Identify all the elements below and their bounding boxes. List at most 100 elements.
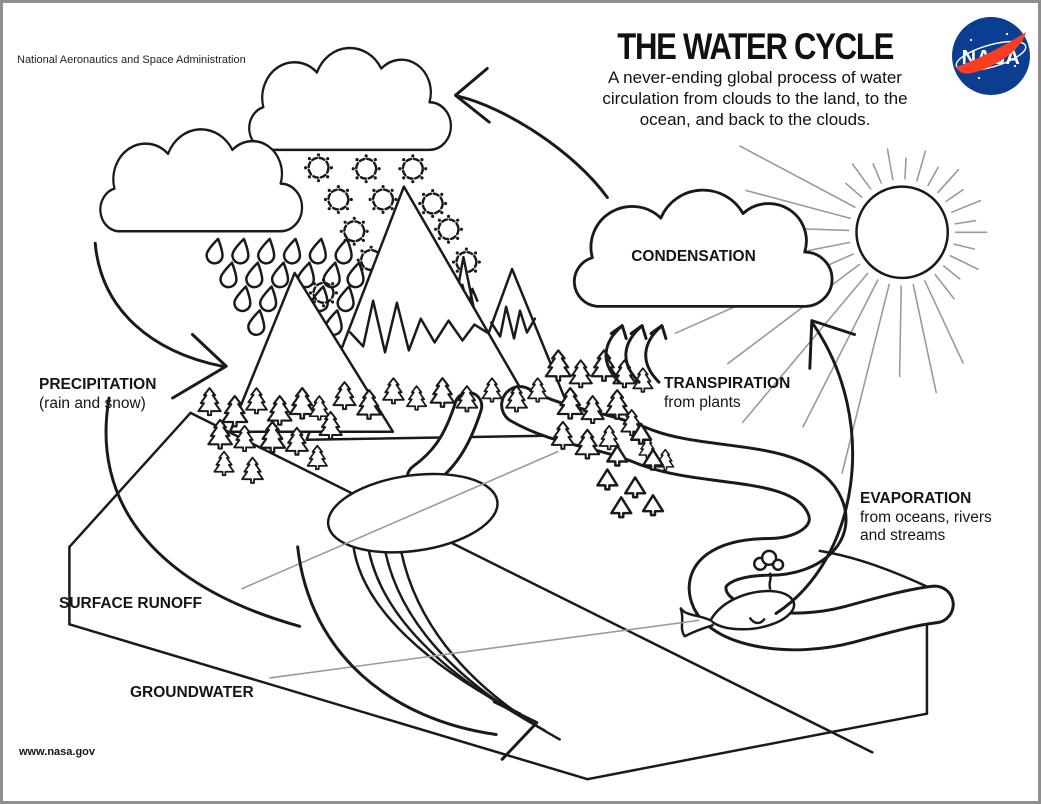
raindrop-icon <box>203 235 228 267</box>
groundwater-flow-line <box>397 537 561 741</box>
sun-ray <box>904 157 907 180</box>
surface-runoff-arrow <box>104 396 302 628</box>
small-tree-icon <box>641 494 665 517</box>
arrowhead <box>649 324 668 340</box>
transpiration-title: TRANSPIRATION <box>664 375 791 392</box>
cloud-transport-arrow <box>456 94 609 200</box>
sun-ray <box>898 285 902 378</box>
snowflake-icon <box>322 183 355 216</box>
raindrop-icon <box>257 283 281 314</box>
arrowhead <box>454 67 491 124</box>
subtitle-line: circulation from clouds to the land, to … <box>602 89 908 108</box>
condensation-label: CONDENSATION <box>631 248 756 265</box>
snowflake-icon <box>432 213 465 246</box>
sun-ray <box>741 272 869 424</box>
mountain <box>305 185 550 441</box>
raindrop-icon <box>245 307 269 338</box>
sun-ray <box>745 189 852 220</box>
raindrop-icon <box>217 259 242 290</box>
raindrop-icon <box>281 235 305 267</box>
sun-ray <box>726 263 861 365</box>
shoreline <box>818 549 929 588</box>
snowflake-icon <box>350 153 382 185</box>
arrowhead <box>609 324 628 340</box>
sun-ray <box>934 273 955 300</box>
snowflake-icon <box>302 152 335 184</box>
sun-ray <box>851 163 872 190</box>
cycle-arrows <box>93 67 856 761</box>
transpiration-label: TRANSPIRATION from plants <box>664 375 790 412</box>
raindrop-icon <box>255 235 279 267</box>
sun-ray <box>945 188 964 203</box>
arrowhead <box>171 333 228 400</box>
whale-icon <box>679 549 796 638</box>
sun-icon <box>855 185 950 280</box>
evaporation-arrow <box>774 322 855 615</box>
label-leader-lines <box>241 450 700 679</box>
arrowhead <box>492 700 539 761</box>
sun-ray <box>872 163 882 184</box>
groundwater-flow-line <box>381 537 547 732</box>
snow-cap <box>349 299 489 354</box>
sun-ray <box>841 283 890 474</box>
sun-ray <box>937 168 960 194</box>
raindrop-icon <box>243 259 267 290</box>
pine-tree-icon <box>197 387 222 417</box>
sun-ray <box>949 254 979 271</box>
subtitle: A never-ending global process of water c… <box>571 67 939 130</box>
water-cycle-illustration <box>68 46 988 781</box>
evaporation-label: EVAPORATION from oceans, rivers and stre… <box>860 490 992 546</box>
precipitation-label: PRECIPITATION (rain and snow) <box>39 376 156 413</box>
page-title-text: THE WATER CYCLE <box>617 26 894 67</box>
arrowhead <box>629 324 648 340</box>
raindrop-icon <box>269 259 293 290</box>
lake <box>326 472 499 554</box>
snowflake-icon <box>338 215 370 248</box>
top-cloud <box>247 46 453 152</box>
nasa-url: www.nasa.gov <box>19 746 96 758</box>
mountain <box>228 271 395 434</box>
snow-cap <box>489 305 537 340</box>
pine-tree-icon <box>306 444 328 471</box>
groundwater-flow-line <box>365 539 532 723</box>
nasa-logo: NASA <box>949 14 1033 98</box>
sun-ray <box>802 279 879 428</box>
sun-ray <box>942 265 961 280</box>
pine-tree-icon <box>580 395 605 425</box>
snowflake-icon <box>416 187 449 220</box>
evaporation-subtitle: and streams <box>860 527 946 545</box>
groundwater-leader <box>269 619 700 679</box>
sun-ray <box>912 283 937 394</box>
evaporation-subtitle: from oceans, rivers <box>860 508 992 526</box>
small-tree-icon <box>623 476 647 499</box>
groundwater-arrow <box>296 545 498 736</box>
raindrop-icon <box>307 235 331 267</box>
river-and-lake <box>326 385 955 741</box>
pine-tree-icon <box>604 389 631 420</box>
pine-tree-icon <box>241 456 264 484</box>
precipitation-subtitle: (rain and snow) <box>39 394 146 412</box>
raindrop-icon <box>229 235 253 267</box>
sun-ray <box>951 199 982 213</box>
sun-ray <box>954 219 977 225</box>
sun-ray <box>923 280 964 364</box>
snowflake-icon <box>397 153 429 185</box>
precipitation-title: PRECIPITATION <box>39 376 157 393</box>
snowflake-icon <box>367 183 399 216</box>
pine-tree-icon <box>544 349 572 382</box>
subtitle-line: A never-ending global process of water <box>608 68 902 87</box>
nasa-logo-swoosh <box>956 32 1026 74</box>
surface-runoff-label: SURFACE RUNOFF <box>59 595 202 612</box>
transpiration-subtitle: from plants <box>664 393 741 411</box>
sun-ray <box>845 182 863 198</box>
sun-ray <box>953 243 976 250</box>
precipitation-arrow <box>93 241 224 368</box>
agency-name: National Aeronautics and Space Administr… <box>17 54 246 66</box>
sun-ray <box>927 166 939 187</box>
evaporation-title: EVAPORATION <box>860 490 972 507</box>
raindrop-icon <box>231 283 255 314</box>
sun-ray <box>886 148 894 181</box>
page-title: THE WATER CYCLE <box>571 25 939 69</box>
groundwater-label: GROUNDWATER <box>130 684 254 701</box>
